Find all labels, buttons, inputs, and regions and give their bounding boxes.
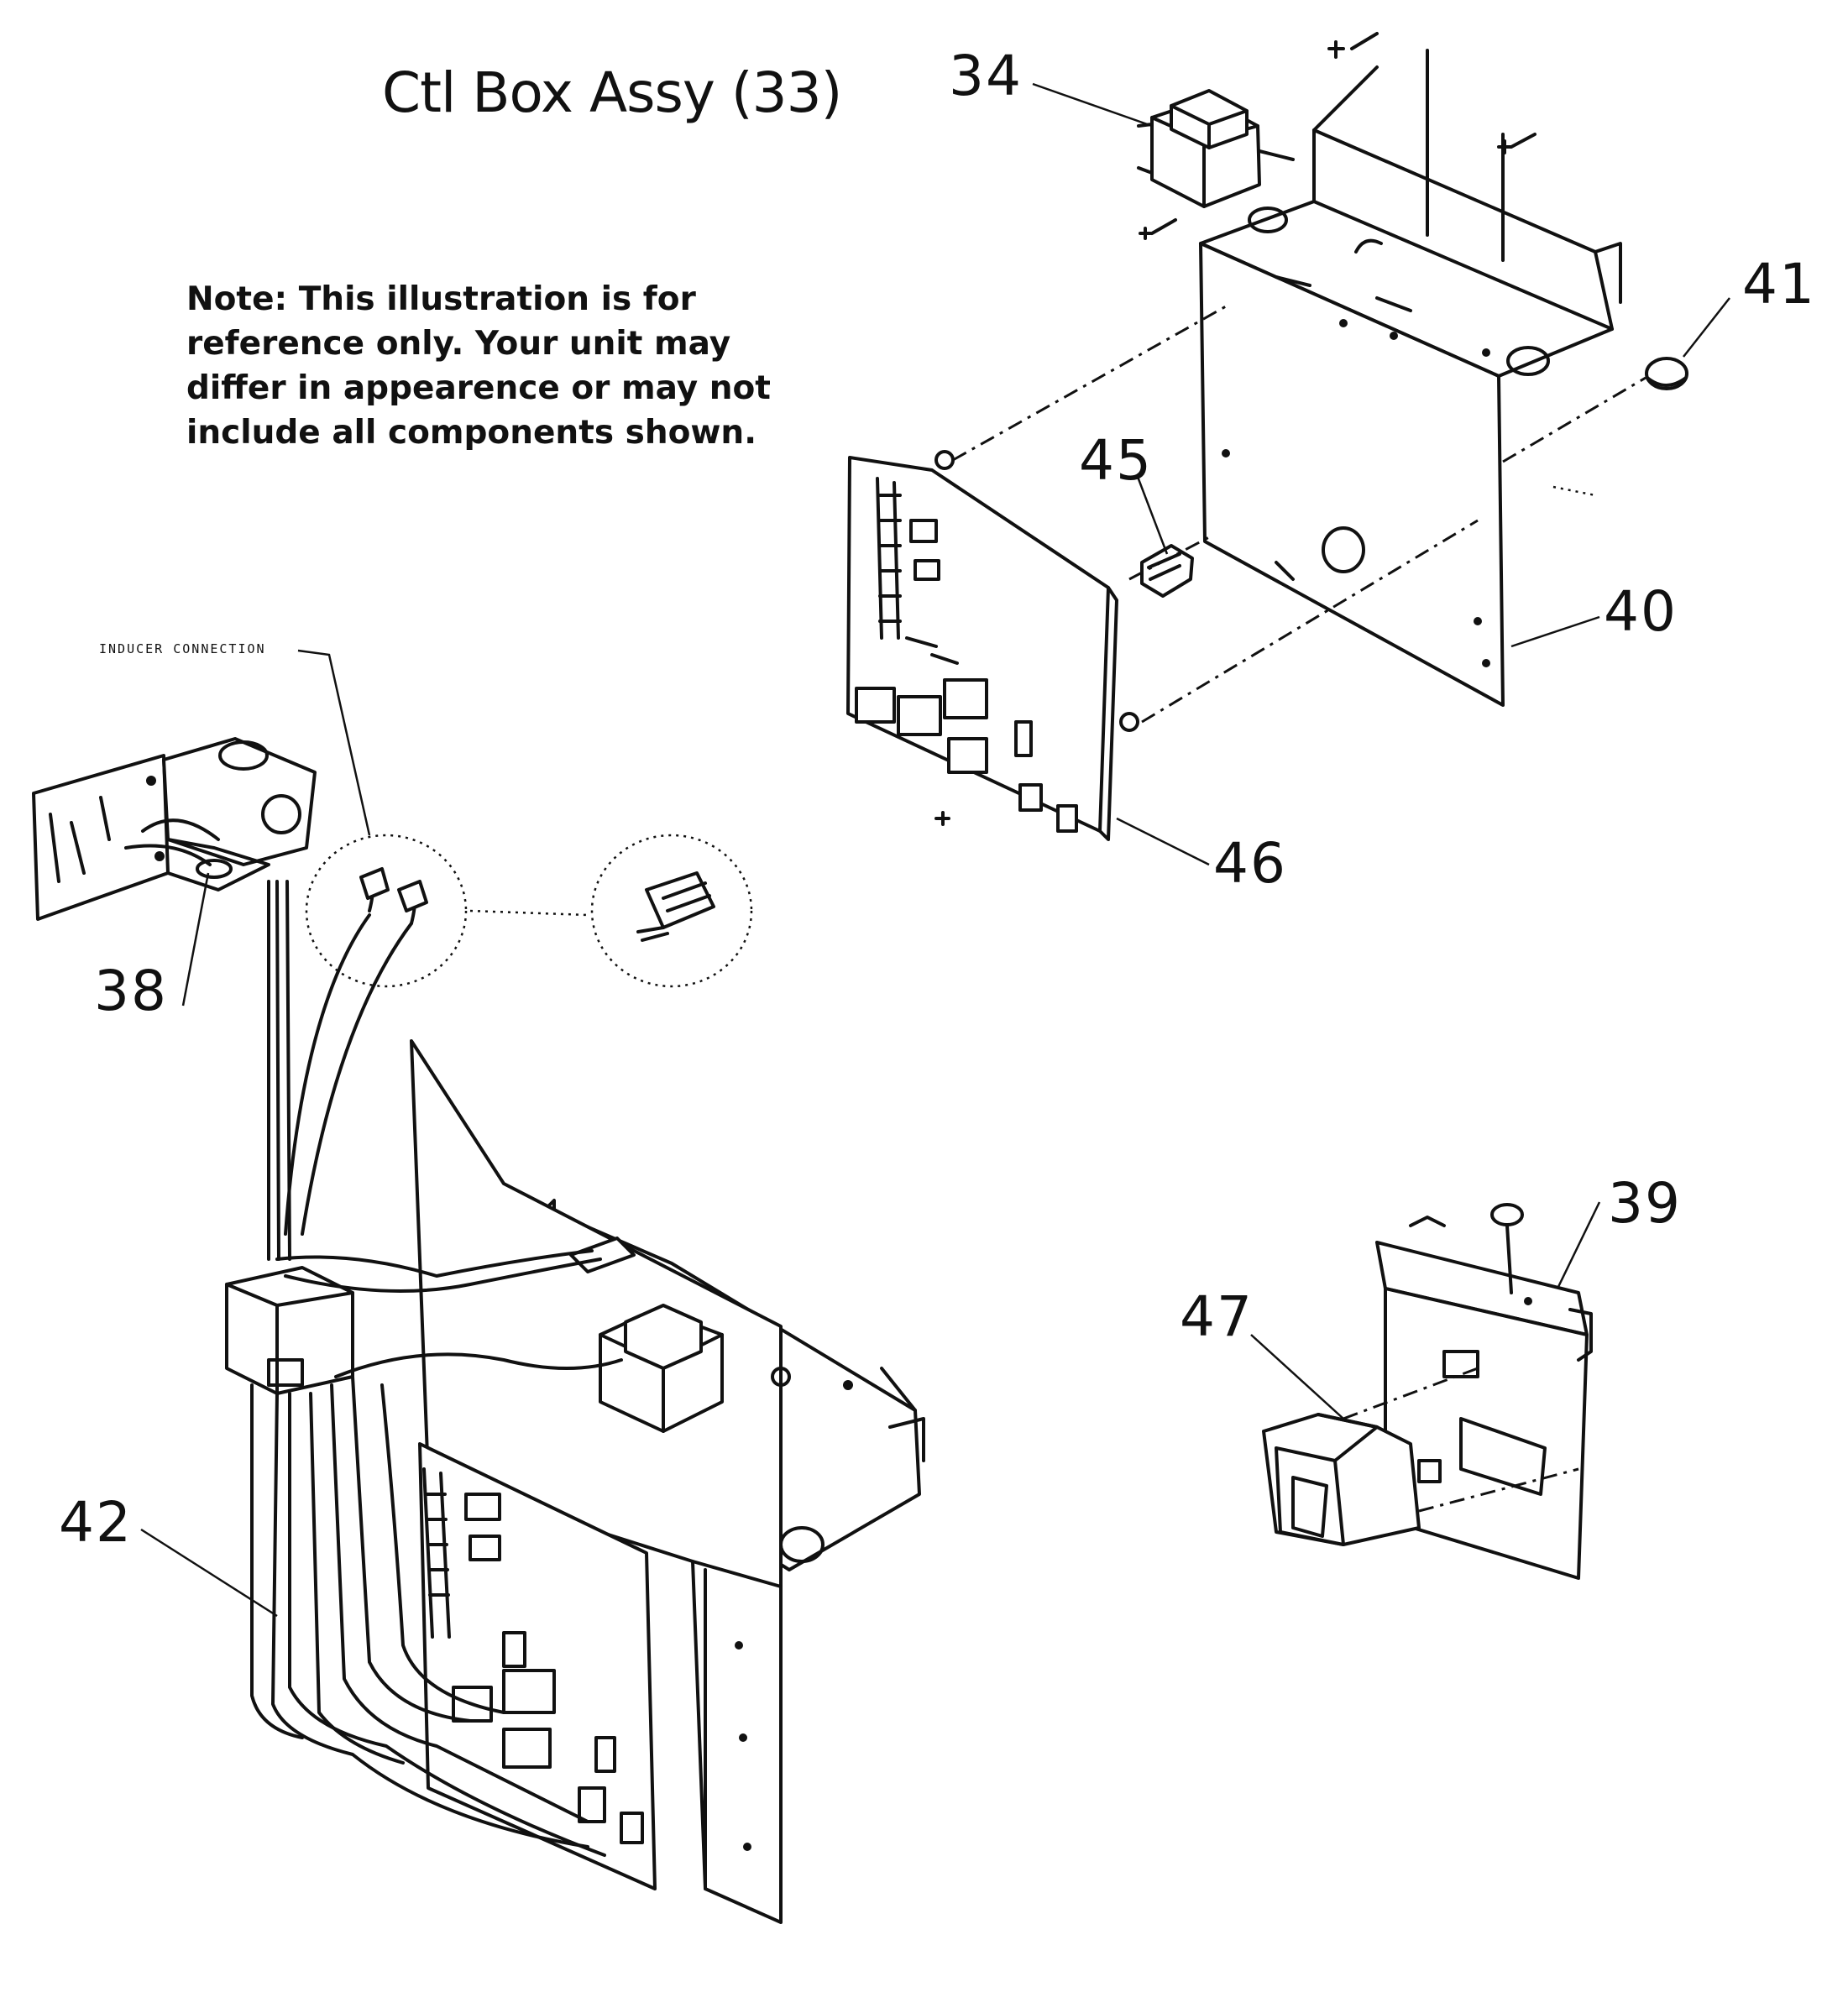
diagram-title: Ctl Box Assy (33) xyxy=(382,60,842,125)
inducer-connection-label: INDUCER CONNECTION xyxy=(99,641,266,656)
callout-46: 46 xyxy=(1213,831,1287,896)
callout-34: 34 xyxy=(949,44,1023,108)
callout-42: 42 xyxy=(59,1490,133,1555)
leader-lines-upper xyxy=(1032,82,1730,866)
control-panel-part-40 xyxy=(1139,32,1622,707)
transformer-part-34 xyxy=(1137,89,1295,208)
alignment-lines-upper xyxy=(952,305,1646,724)
wiring-harness-part-42 xyxy=(250,880,623,1857)
note-line: reference only. Your unit may xyxy=(186,325,731,363)
assembled-control-box xyxy=(225,1039,925,1924)
connector-part-45 xyxy=(1140,544,1194,598)
rocker-switch-part-47 xyxy=(1250,1334,1579,1546)
note-line: include all components shown. xyxy=(186,414,757,452)
inducer-connection-detail xyxy=(297,649,753,988)
reference-note: Note: This illustration is for reference… xyxy=(186,277,791,455)
callout-41: 41 xyxy=(1742,252,1816,316)
leader-lines-lower xyxy=(140,872,278,1618)
note-line: differ in appearence or may not xyxy=(186,369,771,407)
callout-40: 40 xyxy=(1604,579,1678,644)
note-line: Note: This illustration is for xyxy=(186,280,696,318)
callout-45: 45 xyxy=(1079,428,1153,493)
callout-38: 38 xyxy=(94,959,168,1023)
junction-box-part-38 xyxy=(32,737,317,921)
callout-47: 47 xyxy=(1180,1284,1254,1349)
plug-part-41 xyxy=(1645,357,1688,390)
callout-39: 39 xyxy=(1608,1171,1682,1236)
circuit-board-part-46 xyxy=(846,450,1139,841)
switch-bracket-part-39 xyxy=(1375,1201,1601,1580)
